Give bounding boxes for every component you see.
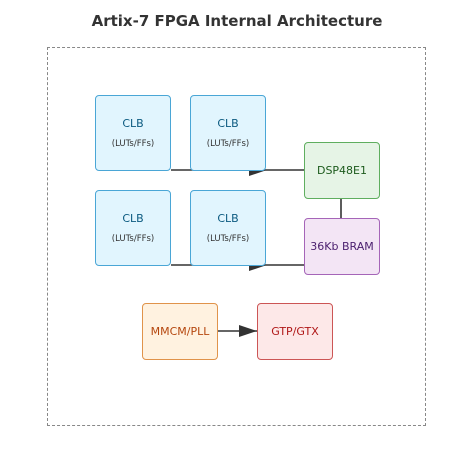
mmcm-to-gtp-arrowhead (239, 325, 257, 337)
clb-block-2: CLB (LUTs/FFs) (190, 95, 266, 171)
clb-sublabel: (LUTs/FFs) (111, 139, 155, 149)
clb-sublabel: (LUTs/FFs) (111, 234, 155, 244)
clb-block-4: CLB (LUTs/FFs) (190, 190, 266, 266)
clb-block-1: CLB (LUTs/FFs) (95, 95, 171, 171)
gtp-gtx-label: GTP/GTX (271, 325, 319, 338)
clb-label: CLB (217, 117, 239, 130)
diagram-title: Artix-7 FPGA Internal Architecture (91, 12, 383, 30)
clb-block-3: CLB (LUTs/FFs) (95, 190, 171, 266)
clb-sublabel: (LUTs/FFs) (206, 139, 250, 149)
fpga-boundary (47, 47, 426, 426)
mmcm-pll-label: MMCM/PLL (150, 325, 210, 338)
bram-label: 36Kb BRAM (310, 240, 374, 253)
bram-block: 36Kb BRAM (304, 218, 380, 275)
clb-label: CLB (217, 212, 239, 225)
gtp-gtx-block: GTP/GTX (257, 303, 333, 360)
clb-label: CLB (122, 117, 144, 130)
clb-sublabel: (LUTs/FFs) (206, 234, 250, 244)
mmcm-pll-block: MMCM/PLL (142, 303, 218, 360)
dsp48e1-label: DSP48E1 (316, 164, 368, 177)
dsp48e1-block: DSP48E1 (304, 142, 380, 199)
clb-label: CLB (122, 212, 144, 225)
